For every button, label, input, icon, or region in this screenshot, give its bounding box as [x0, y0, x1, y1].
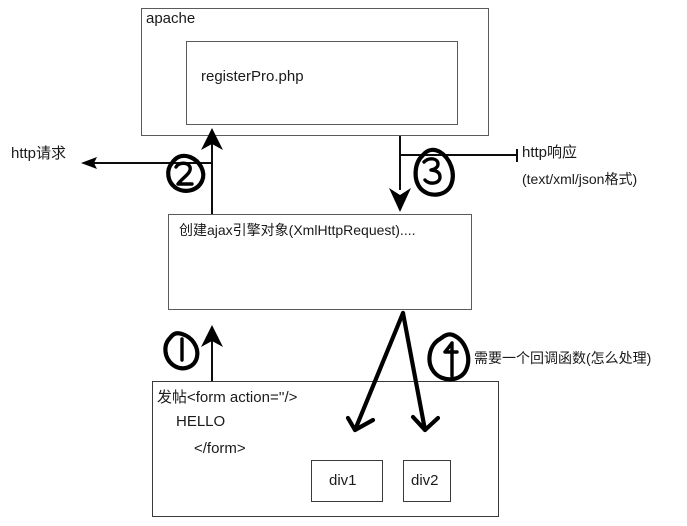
arrow-response-down [389, 136, 411, 212]
register-pro-php-label: registerPro.php [201, 68, 304, 85]
arrow-request-up [201, 128, 223, 214]
response-format-label: (text/xml/json格式) [522, 171, 638, 187]
div1-box [311, 460, 383, 502]
http-request-label: http请求 [11, 145, 67, 162]
line-http-response [400, 149, 518, 162]
step-marker-3-icon [413, 147, 455, 197]
http-response-label: http响应 [522, 144, 578, 161]
form-hello-label: HELLO [176, 413, 226, 430]
step-marker-2-icon [166, 153, 206, 193]
apache-label: apache [146, 10, 196, 27]
step-marker-1-icon [163, 331, 200, 371]
callback-note-label: 需要一个回调函数(怎么处理) [474, 350, 652, 366]
div2-box [403, 460, 451, 502]
browser-page-box [152, 381, 499, 517]
apache-server-box [141, 8, 489, 136]
ajax-engine-label: 创建ajax引擎对象(XmlHttpRequest).... [179, 222, 416, 238]
arrow-http-request-left [81, 157, 212, 169]
form-close-tag-label: </form> [194, 440, 246, 457]
form-open-tag-label: 发帖<form action=''/> [157, 389, 298, 406]
arrow-submit-up [201, 325, 223, 381]
div1-label: div1 [329, 472, 357, 489]
register-pro-php-box [186, 41, 458, 125]
ajax-engine-box [168, 214, 472, 310]
div2-label: div2 [411, 472, 439, 489]
step-marker-4-icon [427, 332, 471, 382]
